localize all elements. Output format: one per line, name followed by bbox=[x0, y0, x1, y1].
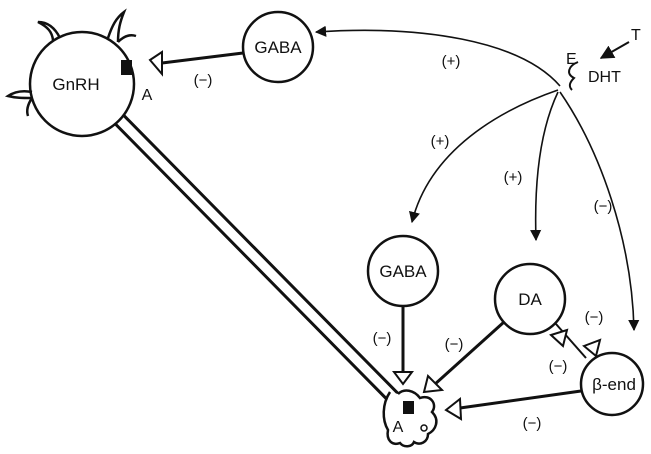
arrow-t-to-dht bbox=[599, 41, 630, 59]
synapse-da-to-terminal bbox=[422, 374, 445, 394]
gnrh-axon bbox=[104, 104, 406, 410]
sign-steroid-to-da: (+) bbox=[504, 169, 523, 186]
synapse-gaba-mid-to-terminal bbox=[392, 371, 414, 386]
androgen-receptor-top bbox=[121, 60, 132, 75]
gaba-neuron-mid: GABA (−) bbox=[366, 234, 440, 386]
sign-da-to-terminal: (−) bbox=[445, 336, 464, 353]
label-t: T bbox=[631, 27, 641, 44]
gaba-neuron-top: GABA (−) bbox=[148, 10, 315, 89]
gnrh-neuron: GnRH A bbox=[4, 8, 153, 138]
gnrh-axon-terminal: A bbox=[382, 389, 438, 448]
da-bend-synapses: (−) (−) bbox=[549, 309, 604, 375]
synapse-da-to-bend bbox=[582, 338, 602, 358]
gaba-mid-label: GABA bbox=[379, 262, 427, 281]
gnrh-label: GnRH bbox=[52, 75, 99, 94]
sign-steroid-to-gaba-top: (+) bbox=[442, 53, 461, 70]
sign-bend-to-terminal: (−) bbox=[523, 415, 542, 432]
steroid-arrows: (+) (+) (+) (−) bbox=[314, 25, 640, 332]
synapse-bend-to-da bbox=[549, 328, 569, 348]
beta-endorphin-neuron: β-end (−) bbox=[444, 351, 645, 432]
da-neuron: DA (−) bbox=[422, 262, 567, 394]
sign-steroid-to-bend: (−) bbox=[594, 198, 613, 215]
receptor-label-a-top: A bbox=[142, 87, 153, 104]
androgen-receptor-bottom bbox=[403, 401, 414, 414]
sign-steroid-to-gaba-mid: (+) bbox=[431, 133, 450, 150]
sign-da-to-bend: (−) bbox=[585, 309, 604, 326]
synapse-gaba-top-to-gnrh bbox=[148, 50, 163, 77]
terminal-vesicle bbox=[420, 424, 428, 432]
sign-gaba-mid-to-terminal: (−) bbox=[373, 330, 392, 347]
sign-bend-to-da: (−) bbox=[549, 358, 568, 375]
label-e: E bbox=[566, 51, 577, 68]
receptor-label-a-bottom: A bbox=[393, 419, 404, 436]
arrow-steroid-to-da bbox=[530, 91, 559, 242]
gaba-top-label: GABA bbox=[254, 38, 302, 57]
bend-label: β-end bbox=[592, 375, 636, 394]
arrow-steroid-to-gaba-mid bbox=[409, 89, 559, 224]
sign-gaba-top-to-gnrh: (−) bbox=[194, 72, 213, 89]
arrow-steroid-to-bend bbox=[559, 91, 640, 332]
arrow-steroid-to-gaba-top bbox=[314, 25, 561, 87]
label-dht: DHT bbox=[588, 69, 621, 86]
da-label: DA bbox=[518, 290, 542, 309]
steroid-hormones: T E DHT bbox=[566, 27, 641, 91]
conversion-bracket bbox=[568, 61, 579, 91]
synapse-bend-to-terminal bbox=[444, 397, 463, 421]
